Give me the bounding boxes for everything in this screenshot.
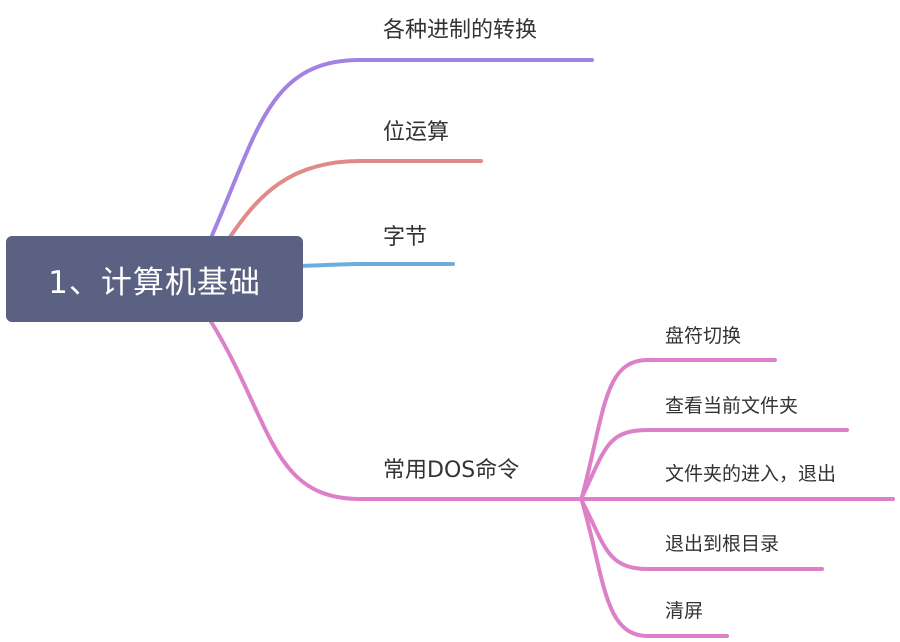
link-child-3 (580, 499, 824, 571)
child-node-view-folder[interactable]: 查看当前文件夹 (665, 395, 799, 417)
root-node[interactable]: 1、计算机基础 (6, 236, 303, 322)
link-child-0 (580, 358, 777, 499)
child-node-clear-screen[interactable]: 清屏 (665, 600, 704, 622)
link-branch-0 (208, 58, 594, 242)
link-child-4 (580, 499, 729, 638)
branch-node-bit-operations[interactable]: 位运算 (383, 120, 450, 145)
branch-node-byte[interactable]: 字节 (383, 225, 428, 250)
branch-node-dos-commands[interactable]: 常用DOS命令 (383, 458, 520, 483)
branch-node-number-conversion[interactable]: 各种进制的转换 (383, 18, 538, 43)
child-node-enter-exit-folder[interactable]: 文件夹的进入，退出 (665, 463, 837, 485)
link-child-1 (580, 428, 849, 499)
link-branch-2 (298, 262, 455, 268)
child-node-switch-drive[interactable]: 盘符切换 (665, 325, 742, 347)
child-node-exit-to-root[interactable]: 退出到根目录 (665, 533, 780, 555)
link-branch-3 (208, 318, 584, 501)
link-branch-1 (226, 159, 483, 242)
root-node-label: 1、计算机基础 (48, 264, 261, 301)
